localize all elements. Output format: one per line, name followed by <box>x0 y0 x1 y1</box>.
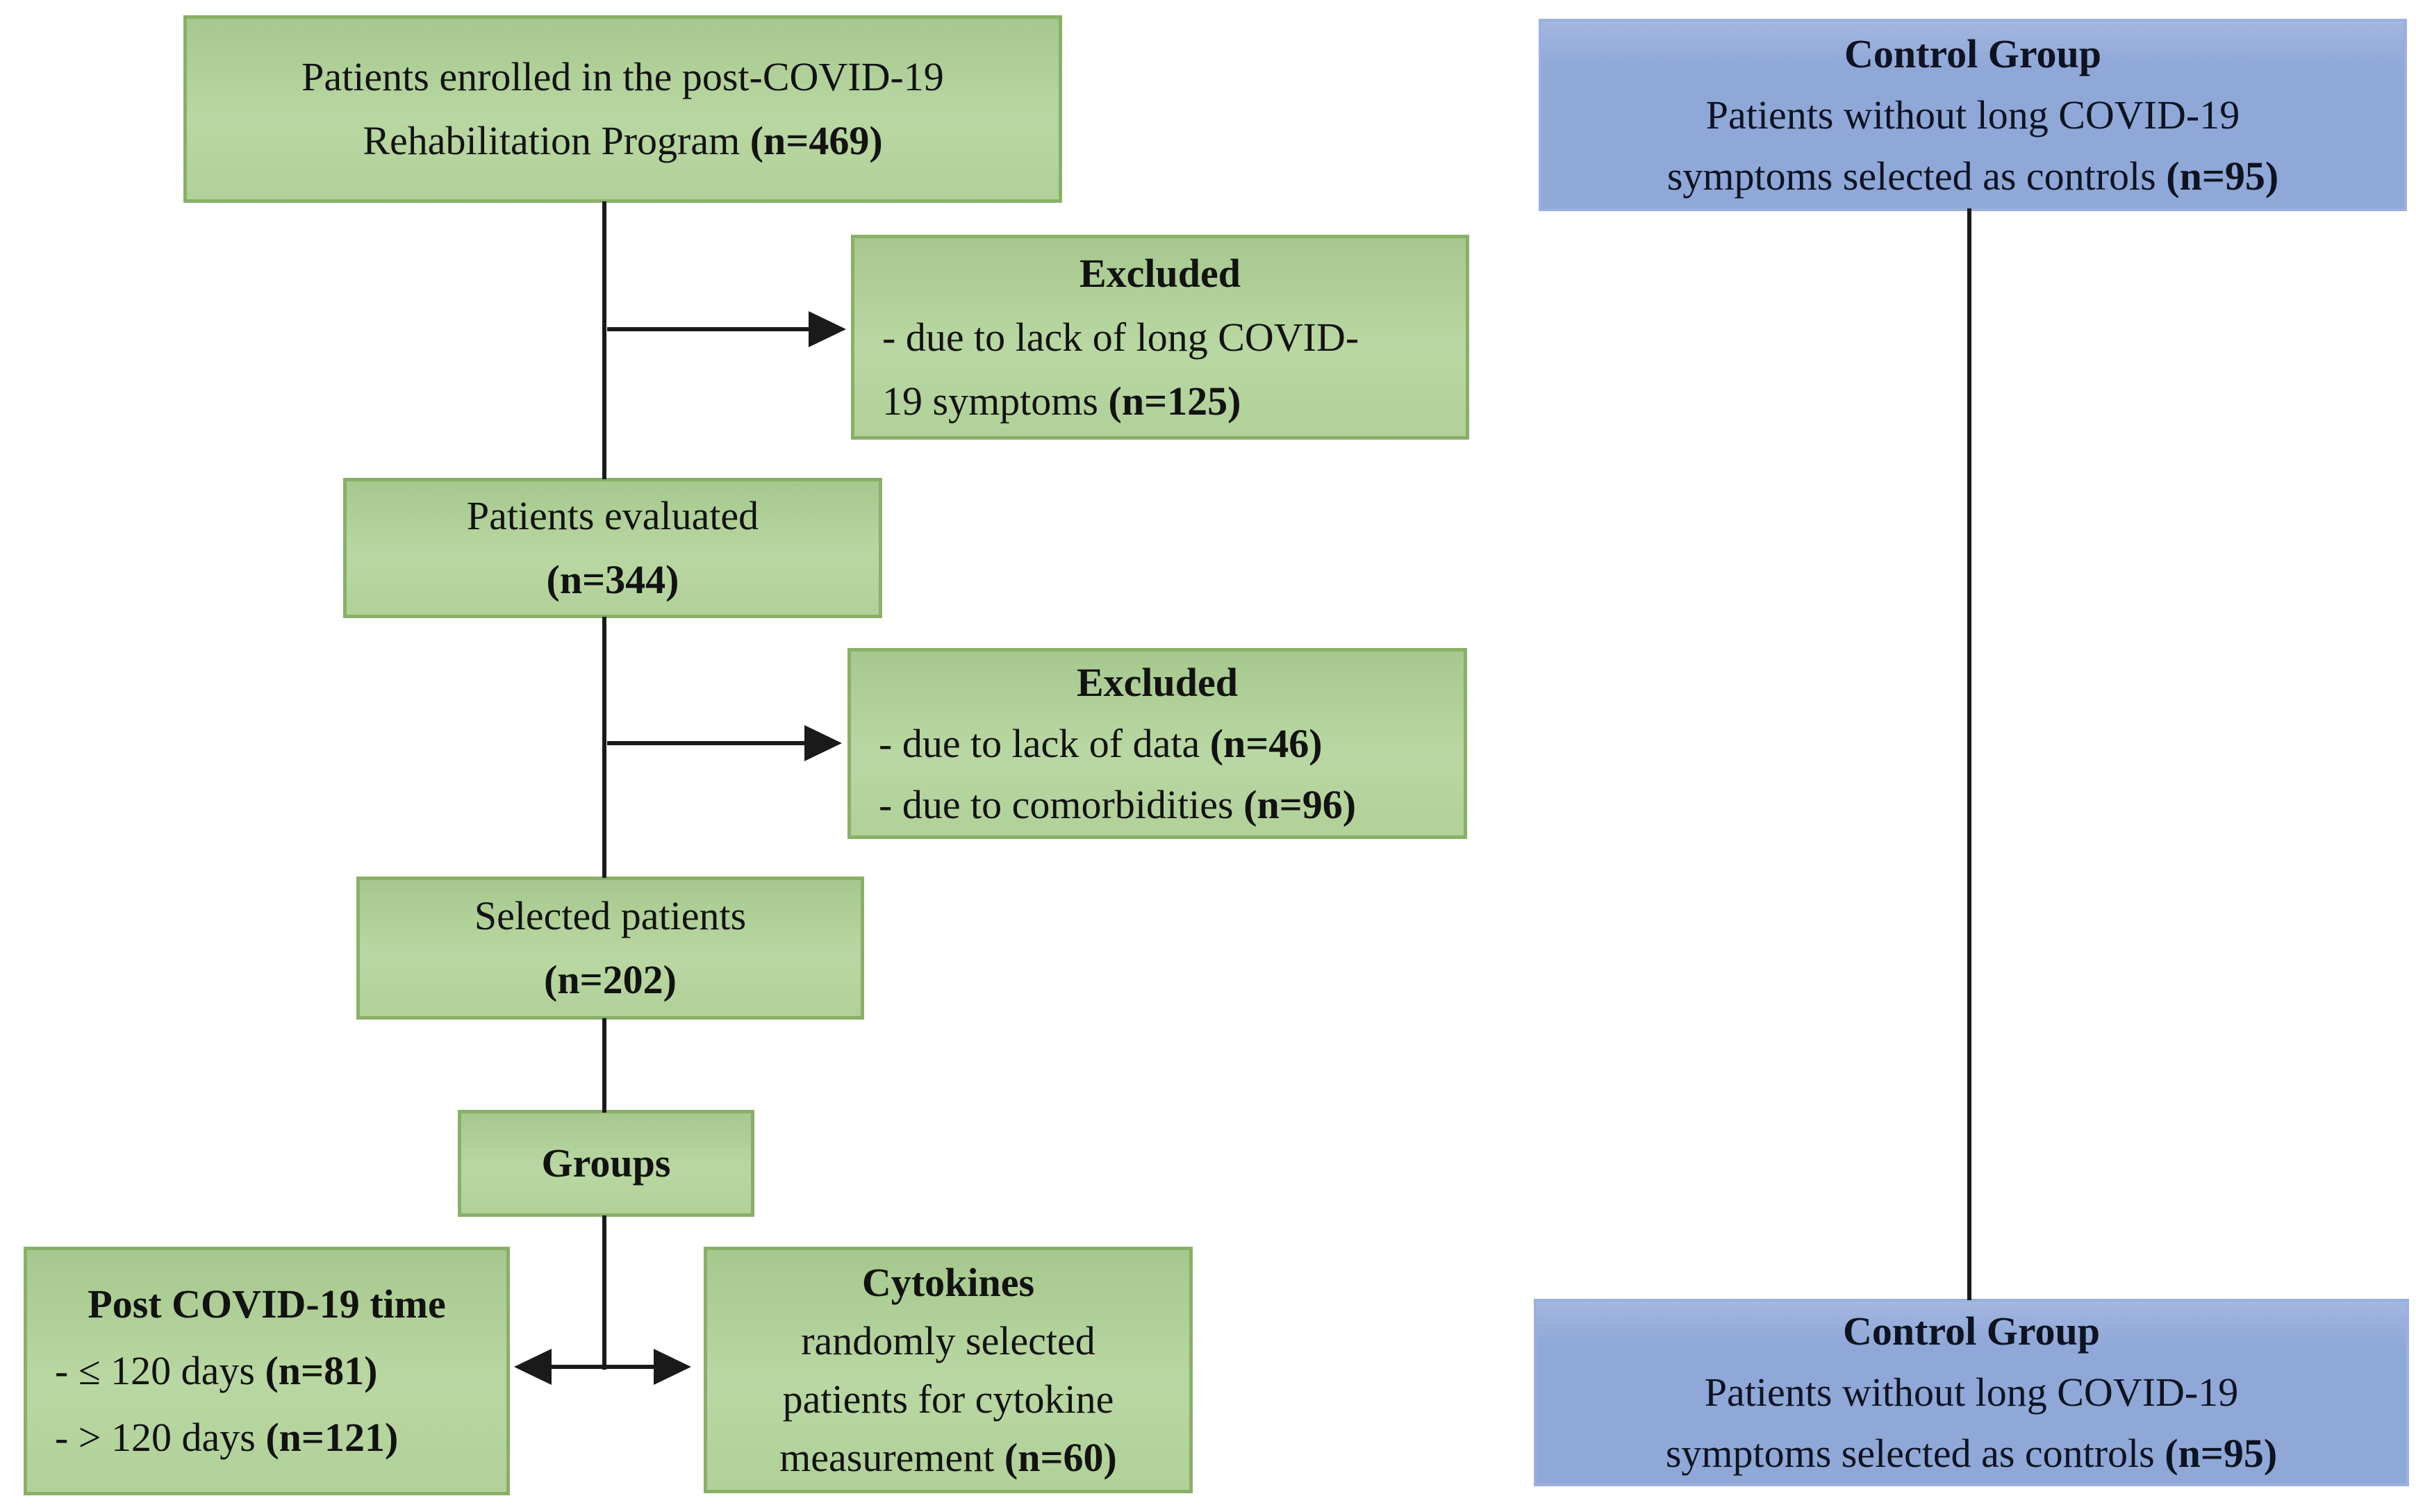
line-evaluated-to-selected <box>602 617 606 878</box>
arrowhead-left-post-time <box>514 1349 552 1385</box>
line-groups-to-split <box>602 1215 606 1370</box>
box-excluded-2: Excluded- due to lack of data (n=46)- du… <box>847 648 1467 839</box>
arrowhead-right-excluded-2 <box>804 725 842 761</box>
box-groups: Groups <box>458 1110 754 1217</box>
arrowhead-right-cytokines <box>654 1349 691 1385</box>
arrowhead-right-excluded-1 <box>809 311 846 347</box>
arrow-line-to-excluded-1 <box>607 327 810 331</box>
arrow-line-to-excluded-2 <box>607 741 806 745</box>
box-post-covid-time: Post COVID-19 time- ≤ 120 days (n=81)- >… <box>24 1247 510 1495</box>
line-enrolled-to-evaluated <box>602 201 606 479</box>
line-control-top-to-bottom <box>1967 208 1971 1300</box>
box-selected-patients: Selected patients(n=202) <box>356 877 864 1020</box>
box-patients-evaluated: Patients evaluated(n=344) <box>343 478 882 618</box>
box-excluded-1: Excluded- due to lack of long COVID-19 s… <box>851 235 1469 440</box>
line-selected-to-groups <box>602 1018 606 1113</box>
double-arrow-line-groups-split <box>549 1365 656 1369</box>
